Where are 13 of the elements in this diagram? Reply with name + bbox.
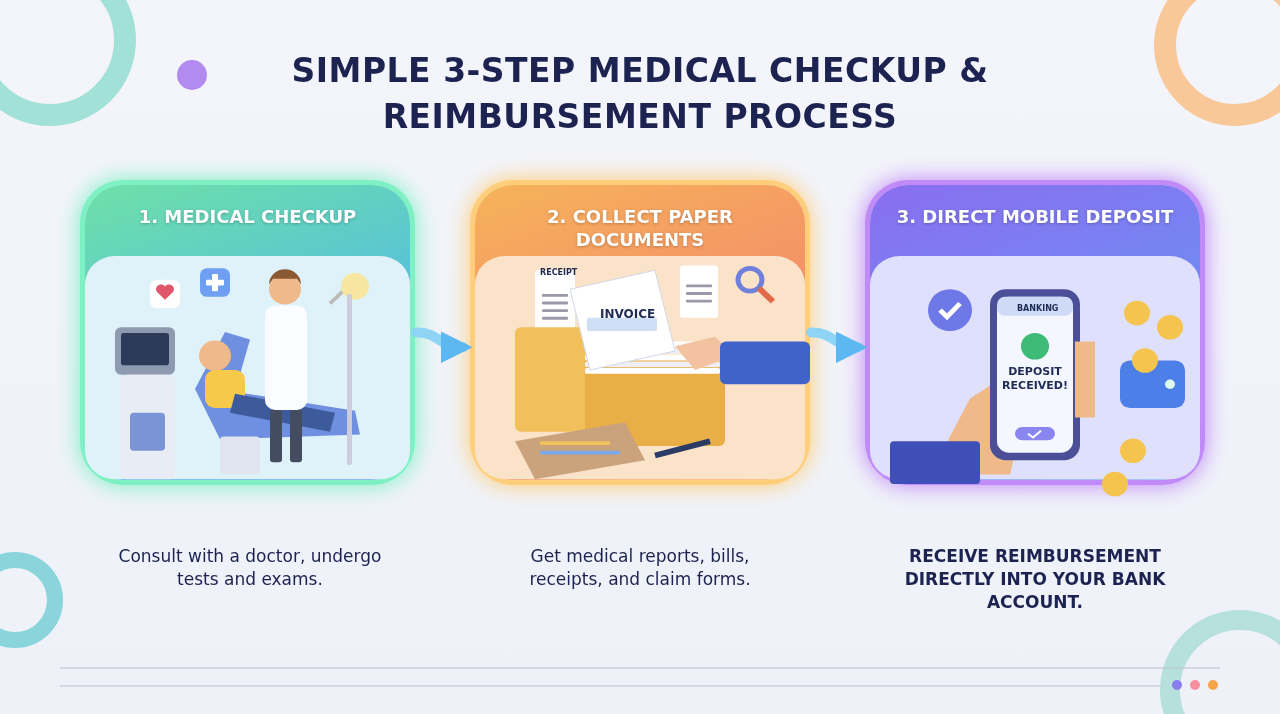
step-description: Consult with a doctor, undergo tests and exams.	[117, 545, 383, 591]
illustration-label: DEPOSIT RECEIVED!	[1001, 365, 1069, 393]
step-description: RECEIVE REIMBURSEMENT DIRECTLY INTO YOUR BANK ACCOUNT.	[903, 545, 1167, 614]
step-heading: 1. MEDICAL CHECKUP	[137, 205, 358, 228]
flow-arrow	[806, 327, 868, 364]
title: SIMPLE 3-STEP MEDICAL CHECKUP & REIMBURSEMENT PROCESS	[290, 50, 990, 138]
flow-arrow	[411, 327, 473, 364]
step-heading: 2. COLLECT PAPER DOCUMENTS	[546, 205, 734, 251]
illustration-label: RECEIPT	[540, 268, 578, 277]
illustration-label: BANKING	[1017, 304, 1059, 313]
illustration-label: INVOICE	[600, 307, 656, 321]
step-description: Get medical reports, bills, receipts, and claim forms.	[528, 545, 752, 591]
step-heading: 3. DIRECT MOBILE DEPOSIT	[895, 205, 1175, 228]
